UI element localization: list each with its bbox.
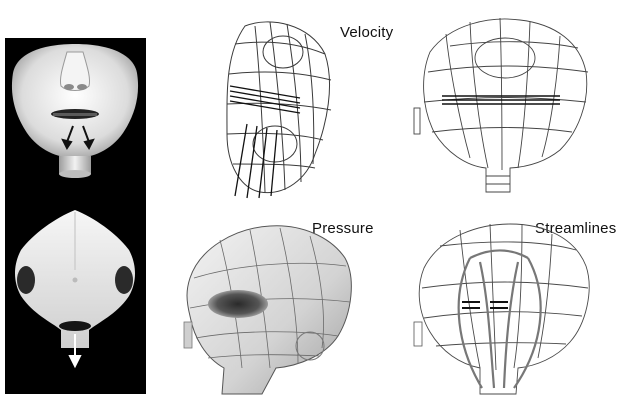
velocity-label: Velocity [340, 24, 393, 41]
mask-model [5, 210, 146, 380]
face-model [5, 38, 146, 198]
velocity-wireframe-front [410, 12, 600, 202]
velocity-wireframe-side [215, 14, 345, 204]
pressure-surface-model [180, 218, 360, 398]
streamlines-wireframe-model [410, 218, 600, 398]
model-photo-panel [5, 38, 146, 394]
